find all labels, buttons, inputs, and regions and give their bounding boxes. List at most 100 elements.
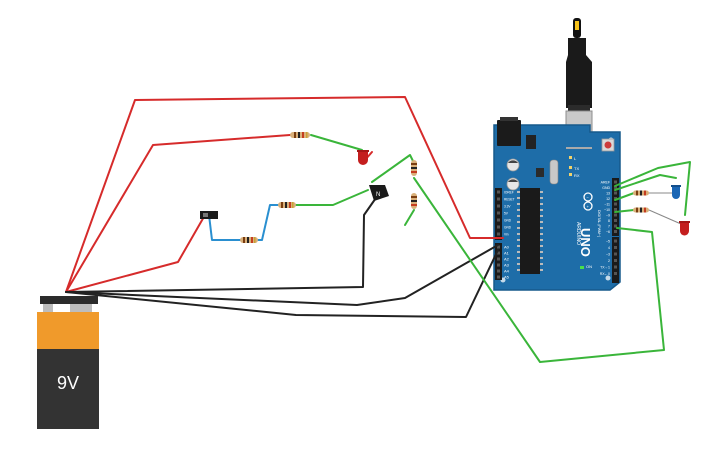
wire-black-battery-to-gnd-2[interactable]	[65, 244, 499, 306]
power-pin-label: GND	[504, 219, 512, 223]
led-red-right[interactable]	[679, 221, 690, 236]
led-blue-right[interactable]	[671, 185, 681, 199]
digital-pin-label: ~11	[604, 203, 610, 207]
digital-pin-label: ~6	[606, 230, 610, 234]
digital-pin-label: ~3	[606, 253, 610, 257]
label-rx: RX	[574, 173, 580, 178]
resistor-top[interactable]	[290, 132, 310, 138]
resistor-middle[interactable]	[278, 202, 296, 208]
chip-pin	[540, 215, 543, 217]
slide-switch-knob[interactable]	[203, 213, 208, 217]
header-hole	[497, 190, 500, 194]
capacitor-mark	[508, 160, 518, 163]
wire-red-battery-to-vin[interactable]	[65, 96, 504, 293]
digital-pin-label: 4	[608, 246, 610, 250]
header-hole	[614, 224, 617, 228]
analog-pin-label: A3	[504, 263, 510, 268]
resistor-vertical-bottom[interactable]	[411, 193, 417, 209]
wire-green-transistor-to-resistor[interactable]	[371, 154, 416, 183]
wire-green-pin-11[interactable]	[614, 209, 635, 213]
wire-blue-resistor-to-resistor[interactable]	[255, 204, 281, 241]
battery-body	[37, 349, 99, 429]
wire-red-battery-to-resistor[interactable]	[65, 134, 291, 293]
atmega-chip	[520, 188, 540, 274]
battery-voltage-label: 9V	[57, 373, 79, 393]
wire-blue-switch-to-resistor[interactable]	[208, 214, 243, 241]
capacitor-mark	[508, 179, 518, 182]
chip-pin	[517, 209, 520, 211]
power-jack[interactable]	[497, 120, 521, 146]
header-hole	[497, 257, 500, 261]
header-hole	[614, 213, 617, 217]
chip-pin	[540, 197, 543, 199]
header-hole	[497, 269, 500, 273]
analog-pin-label: A0	[504, 245, 510, 250]
digital-pin-label: ~10	[604, 208, 610, 212]
wire-green-pin-12[interactable]	[614, 192, 635, 201]
voltage-regulator	[526, 135, 536, 149]
header-hole	[614, 208, 617, 211]
reset-button[interactable]	[604, 141, 612, 149]
digital-pin-label: ~5	[606, 240, 610, 244]
power-pin-label: 5V	[504, 212, 509, 216]
digital-pin-label: GND	[602, 186, 610, 190]
chip-pin	[517, 191, 520, 193]
label-tx: TX	[574, 166, 579, 171]
chip-pin	[517, 257, 520, 259]
header-hole	[614, 246, 617, 249]
digital-header-high[interactable]	[612, 178, 619, 236]
header-hole	[614, 259, 617, 262]
arduino-uno-board[interactable]: L TX RX ON − + ARDUINO UNO DIGITAL (PWM~…	[493, 117, 621, 291]
digital-pin-label: AREF	[601, 181, 610, 185]
digital-pin-label: 2	[608, 259, 610, 263]
digital-pin-label: TX→1	[600, 266, 610, 270]
mount-hole	[605, 275, 611, 281]
chip-pin	[517, 233, 520, 235]
header-hole	[614, 197, 617, 200]
header-hole	[497, 232, 500, 236]
header-hole	[614, 180, 617, 184]
digital-pin-label: 8	[608, 219, 610, 223]
wire-black-battery-to-transistor[interactable]	[65, 194, 379, 293]
wires[interactable]	[65, 96, 691, 363]
resistor-blue-wire[interactable]	[240, 237, 258, 243]
battery-terminal-left	[43, 304, 53, 312]
header-hole	[497, 245, 500, 249]
led-red-left[interactable]	[357, 150, 369, 165]
chip-pin	[517, 197, 520, 199]
led-tx	[569, 166, 572, 169]
power-pin-label: IOREF	[504, 191, 514, 195]
header-hole	[497, 197, 500, 201]
wire-green-resistor-lead[interactable]	[404, 209, 415, 226]
resistor-right-2[interactable]	[633, 207, 682, 225]
chip-pin	[517, 215, 520, 217]
chip-pin	[540, 227, 543, 229]
chip-pin	[517, 239, 520, 241]
header-hole	[614, 191, 617, 195]
slide-switch[interactable]	[200, 211, 218, 219]
chip-pin	[517, 221, 520, 223]
wire-black-battery-to-gnd[interactable]	[65, 249, 499, 318]
wire-green-loop-to-pin-8[interactable]	[413, 177, 665, 363]
battery-9v[interactable]: 9V	[37, 296, 99, 429]
wire-green-resistor-to-led[interactable]	[310, 134, 363, 151]
header-hole	[497, 204, 500, 208]
resistor-right-1[interactable]	[633, 190, 673, 196]
led-l	[569, 156, 572, 159]
power-pin-label: 3.3V	[504, 205, 511, 209]
header-hole	[497, 211, 500, 215]
analog-pin-label: A4	[504, 269, 510, 274]
analog-header[interactable]	[495, 243, 502, 280]
wire-green-gnd-to-led-2[interactable]	[614, 174, 677, 191]
usb-plug-collar	[568, 105, 590, 111]
wire-green-gnd-to-led[interactable]	[614, 161, 691, 216]
wire-red-battery-to-switch[interactable]	[65, 214, 206, 293]
header-hole	[614, 265, 617, 269]
resistor-vertical-top[interactable]	[411, 160, 417, 176]
transistor[interactable]: N	[369, 185, 389, 201]
header-hole	[614, 272, 617, 275]
wire-green-resistor-to-transistor[interactable]	[294, 189, 369, 206]
